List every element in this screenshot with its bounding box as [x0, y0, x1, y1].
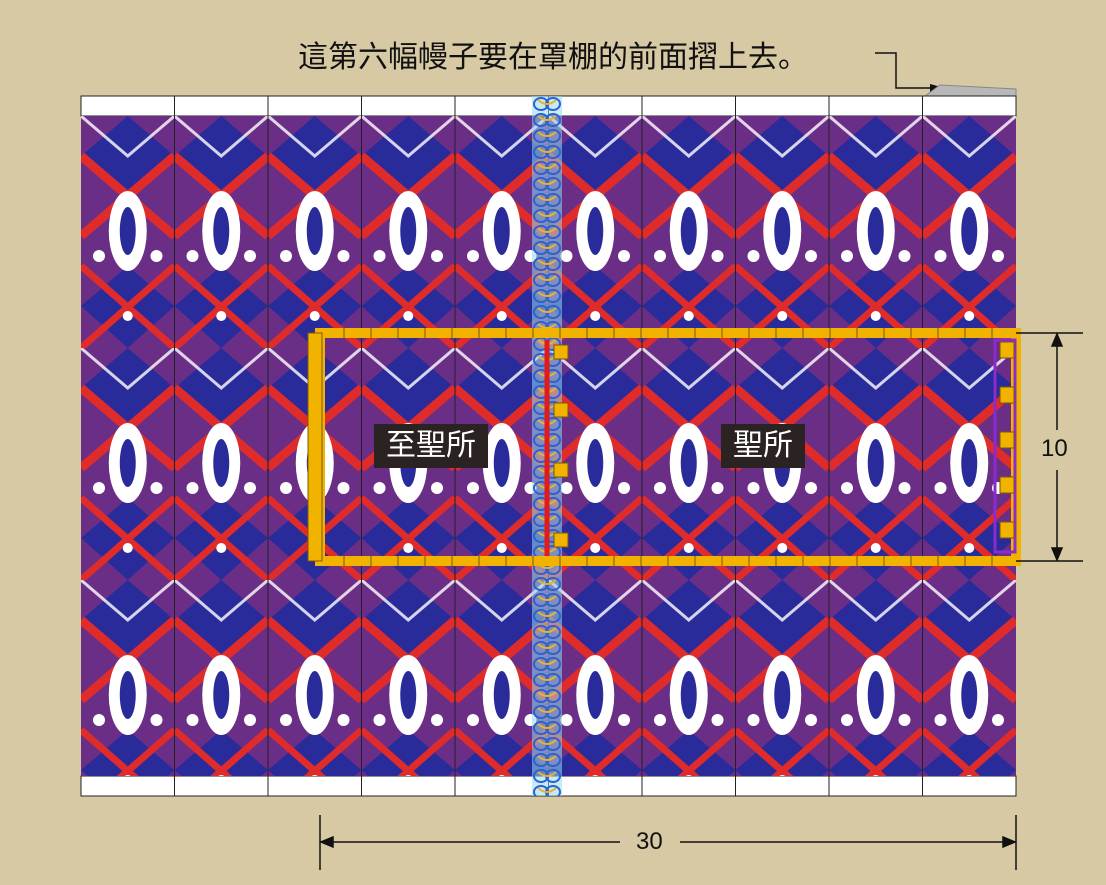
entrance-pillar	[999, 386, 1015, 404]
width-dimension	[319, 815, 1017, 870]
veil-pillar	[553, 344, 569, 360]
label-holy-place: 聖所	[721, 424, 805, 468]
height-dimension	[1016, 332, 1083, 562]
veil-pillar	[553, 532, 569, 548]
caption: 這第六幅幔子要在罩棚的前面摺上去。	[298, 40, 808, 75]
dimension-width-label: 30	[626, 828, 673, 856]
fold-pointer	[875, 52, 1017, 97]
veil-pillar	[553, 402, 569, 418]
entrance-pillar	[999, 431, 1015, 449]
label-most-holy-place: 至聖所	[374, 424, 488, 468]
entrance-pillar	[999, 341, 1015, 359]
entrance-pillar	[999, 521, 1015, 539]
entrance-pillar	[999, 476, 1015, 494]
dimension-height-label: 10	[1031, 435, 1078, 463]
veil-pillar	[553, 462, 569, 478]
tabernacle-frame	[307, 328, 1021, 566]
